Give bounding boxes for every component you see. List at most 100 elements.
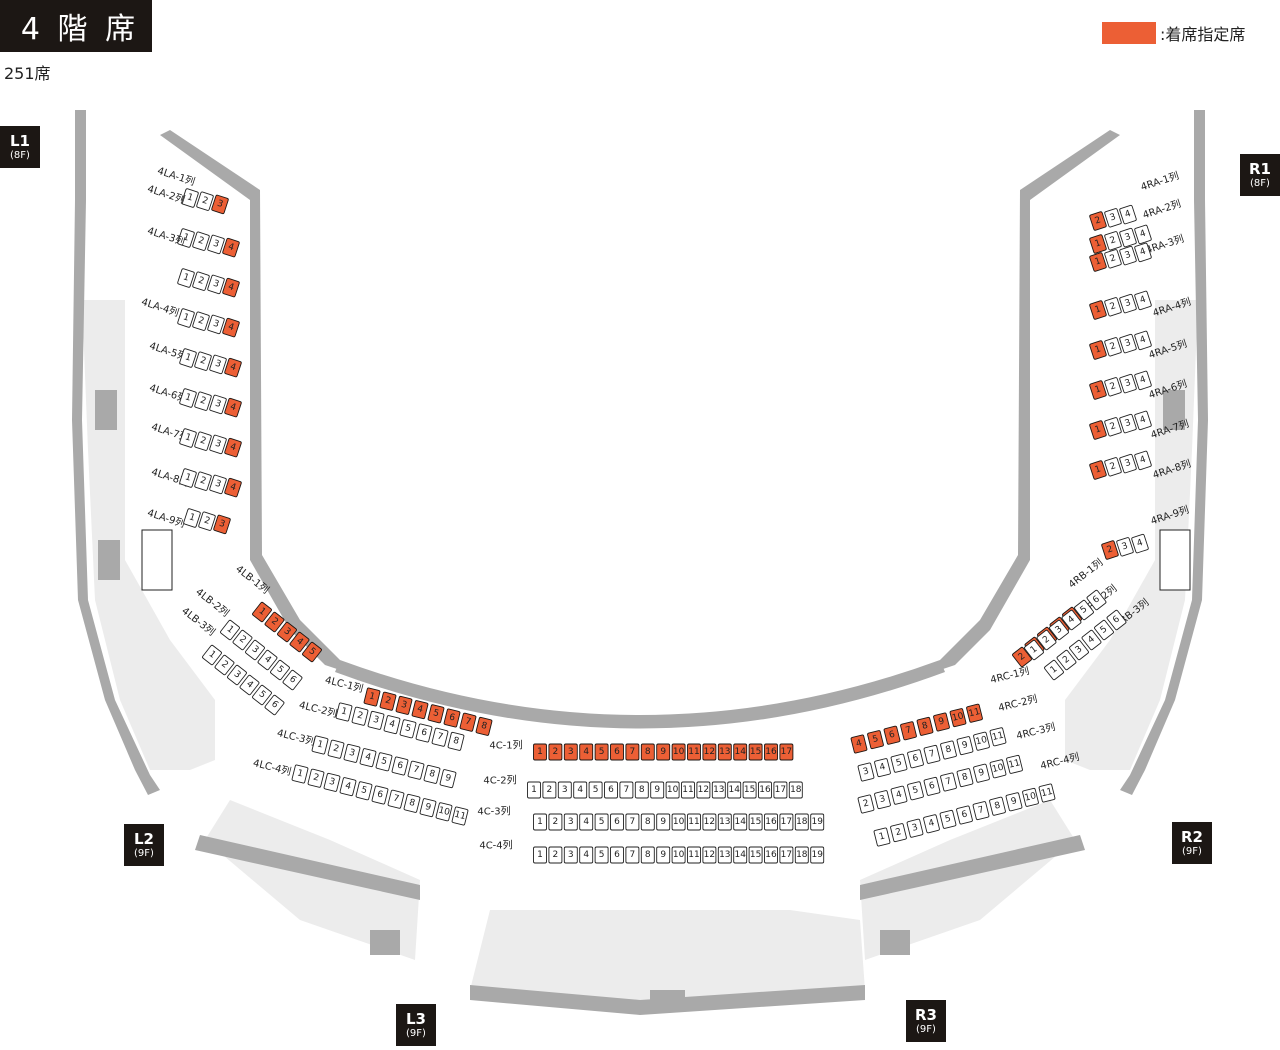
seat-box[interactable] — [989, 759, 1007, 779]
reserved-seat[interactable] — [211, 194, 229, 215]
seat[interactable]: 4 — [224, 437, 242, 458]
seat[interactable]: 13 — [717, 743, 732, 761]
seat[interactable]: 4 — [874, 758, 891, 778]
seat-box[interactable] — [764, 813, 778, 831]
seat[interactable]: 1 — [177, 268, 195, 288]
seat[interactable]: 5 — [427, 704, 445, 724]
seat-box[interactable] — [383, 715, 401, 735]
seat[interactable]: 5 — [594, 813, 609, 831]
reserved-seat[interactable] — [264, 611, 285, 633]
seat-box[interactable] — [773, 781, 788, 799]
seat-box[interactable] — [563, 813, 578, 831]
seat[interactable]: 2 — [307, 768, 325, 788]
seat[interactable]: 12 — [702, 813, 717, 831]
seat[interactable]: 2 — [327, 739, 345, 759]
seat[interactable]: 5 — [252, 684, 272, 706]
seat[interactable]: 3 — [1119, 413, 1137, 434]
seat[interactable]: 1 — [1089, 234, 1107, 254]
seat[interactable]: 3 — [563, 743, 578, 761]
seat[interactable]: 2 — [264, 611, 285, 633]
seat-box[interactable] — [1119, 333, 1137, 354]
seat-box[interactable] — [972, 801, 990, 821]
seat[interactable]: 5 — [594, 743, 609, 761]
seat-box[interactable] — [1134, 410, 1152, 431]
seat[interactable]: 6 — [371, 785, 389, 805]
seat[interactable]: 4 — [1134, 290, 1152, 311]
reserved-seat[interactable] — [1089, 252, 1107, 272]
reserved-seat[interactable] — [625, 743, 640, 761]
seat[interactable]: 1 — [873, 827, 891, 847]
seat[interactable]: 18 — [788, 781, 803, 799]
seat-box[interactable] — [359, 748, 377, 768]
seat[interactable]: 16 — [764, 846, 778, 864]
seat-box[interactable] — [527, 781, 541, 799]
seat-box[interactable] — [179, 428, 197, 448]
reserved-seat[interactable] — [687, 743, 701, 761]
seat-box[interactable] — [702, 846, 717, 864]
seat-box[interactable] — [1104, 208, 1122, 228]
reserved-seat[interactable] — [224, 397, 242, 418]
entrance-l2[interactable]: L2(9F) — [124, 824, 164, 866]
seat[interactable]: 11 — [1038, 783, 1056, 803]
seat[interactable]: 10 — [989, 759, 1007, 779]
seat[interactable]: 11 — [687, 813, 701, 831]
seat-box[interactable] — [857, 762, 875, 782]
seat-box[interactable] — [367, 710, 385, 730]
seat[interactable]: 17 — [779, 846, 794, 864]
seat[interactable]: 3 — [1119, 373, 1137, 394]
seat[interactable]: 1 — [220, 619, 240, 641]
seat[interactable]: 8 — [634, 781, 649, 799]
seat-box[interactable] — [788, 781, 803, 799]
seat[interactable]: 7 — [619, 781, 634, 799]
seat[interactable]: 17 — [773, 781, 788, 799]
seat-box[interactable] — [419, 798, 437, 818]
seat-box[interactable] — [640, 813, 655, 831]
seat-box[interactable] — [656, 846, 671, 864]
seat-box[interactable] — [257, 649, 278, 671]
seat[interactable]: 14 — [733, 743, 748, 761]
seat-box[interactable] — [533, 846, 547, 864]
seat[interactable]: 3 — [557, 781, 572, 799]
seat-box[interactable] — [939, 809, 957, 829]
seat[interactable]: 4 — [239, 674, 260, 696]
seat-box[interactable] — [1104, 457, 1122, 477]
seat[interactable]: 11 — [451, 806, 469, 826]
seat[interactable]: 3 — [367, 710, 385, 730]
seat-box[interactable] — [717, 813, 732, 831]
seat-box[interactable] — [194, 391, 212, 411]
seat[interactable]: 2 — [1036, 629, 1057, 651]
seat-box[interactable] — [192, 311, 210, 331]
seat[interactable]: 7 — [407, 760, 425, 780]
seat[interactable]: 3 — [1119, 245, 1137, 266]
seat[interactable]: 2 — [548, 846, 563, 864]
reserved-seat[interactable] — [883, 725, 901, 745]
seat[interactable]: 3 — [1049, 619, 1069, 641]
seat-box[interactable] — [923, 776, 941, 796]
seat-box[interactable] — [548, 813, 563, 831]
seat[interactable]: 3 — [209, 394, 227, 415]
seat[interactable]: 9 — [656, 846, 671, 864]
seat[interactable]: 8 — [989, 796, 1006, 816]
seat[interactable]: 6 — [923, 776, 941, 796]
seat-box[interactable] — [1104, 231, 1122, 251]
seat[interactable]: 4 — [1131, 533, 1149, 554]
seat-box[interactable] — [1131, 533, 1149, 554]
seat[interactable]: 1 — [179, 468, 197, 488]
seat[interactable]: 1 — [1089, 300, 1107, 320]
seat[interactable]: 5 — [594, 846, 609, 864]
reserved-seat[interactable] — [459, 712, 477, 732]
seat-box[interactable] — [874, 758, 891, 778]
seat[interactable]: 4 — [1134, 242, 1152, 263]
seat[interactable]: 4 — [257, 649, 278, 671]
reserved-seat[interactable] — [363, 687, 381, 707]
seat[interactable]: 2 — [1089, 211, 1107, 231]
reserved-seat[interactable] — [733, 743, 748, 761]
seat[interactable]: 2 — [192, 231, 210, 251]
seat-box[interactable] — [220, 619, 240, 641]
seat-box[interactable] — [1104, 377, 1122, 397]
seat[interactable]: 6 — [443, 708, 461, 728]
seat[interactable]: 4 — [339, 777, 357, 797]
seat[interactable]: 1 — [527, 781, 541, 799]
seat[interactable]: 4 — [224, 397, 242, 418]
reserved-seat[interactable] — [1012, 646, 1032, 668]
